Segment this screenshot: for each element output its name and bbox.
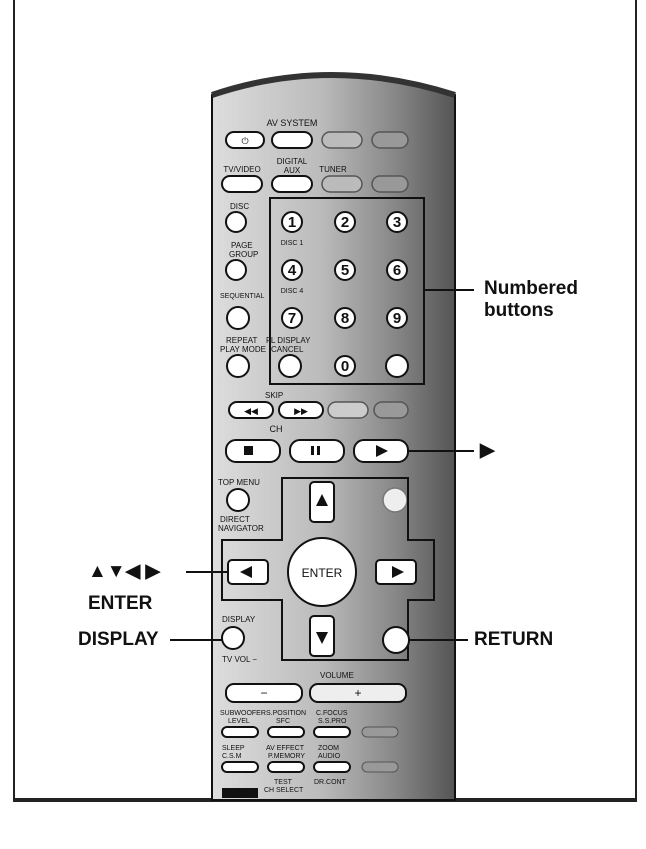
svg-text:S.POSITION: S.POSITION — [266, 710, 306, 717]
tv-video-label: TV/VIDEO — [223, 165, 260, 174]
svg-text:S.S.PRO: S.S.PRO — [318, 718, 347, 725]
svg-text:NAVIGATOR: NAVIGATOR — [218, 524, 264, 533]
fl-display-button — [279, 355, 301, 377]
svg-text:ZOOM: ZOOM — [318, 745, 339, 752]
disc-button — [226, 212, 246, 232]
page-group-button — [226, 260, 246, 280]
digit-2: 2 — [341, 214, 349, 231]
display-button — [222, 627, 244, 649]
svg-text:SFC: SFC — [276, 718, 290, 725]
top-menu-button — [227, 489, 249, 511]
svg-text:AUDIO: AUDIO — [318, 753, 341, 760]
svg-text:C.S.M: C.S.M — [222, 753, 242, 760]
av-system-label: AV SYSTEM — [267, 118, 318, 128]
svg-text:PAGE: PAGE — [231, 241, 253, 250]
digit-7: 7 — [288, 310, 296, 327]
plus-ten-button — [386, 355, 408, 377]
svg-text:CH SELECT: CH SELECT — [264, 787, 304, 794]
svg-text:◀◀: ◀◀ — [244, 406, 258, 416]
svg-text:ENTER: ENTER — [302, 566, 343, 580]
arrows-callout: ▲▼◀ ▶ — [88, 561, 160, 583]
svg-text:SLEEP: SLEEP — [222, 745, 245, 752]
svg-text:+: + — [354, 686, 361, 700]
svg-text:SKIP: SKIP — [265, 391, 283, 400]
svg-text:REPEAT: REPEAT — [226, 336, 258, 345]
digit-5: 5 — [341, 262, 349, 279]
sequential-button — [227, 307, 249, 329]
repeat-button — [227, 355, 249, 377]
sequential-label: SEQUENTIAL — [220, 293, 264, 300]
digit-0: 0 — [341, 358, 349, 375]
svg-text:DIRECT: DIRECT — [220, 515, 250, 524]
svg-text:DIGITAL: DIGITAL — [277, 157, 308, 166]
digit-6: 6 — [393, 262, 401, 279]
play-callout: ▶ — [480, 440, 495, 462]
return-callout: RETURN — [474, 629, 553, 651]
svg-text:CH: CH — [270, 424, 283, 434]
svg-text:TEST: TEST — [274, 779, 293, 786]
svg-text:LEVEL: LEVEL — [228, 718, 250, 725]
digit-4: 4 — [288, 262, 297, 279]
svg-text:FL DISPLAY: FL DISPLAY — [266, 336, 311, 345]
svg-text:P.MEMORY: P.MEMORY — [268, 753, 305, 760]
svg-text:DR.CONT: DR.CONT — [314, 779, 347, 786]
svg-text:DISPLAY: DISPLAY — [222, 615, 256, 624]
svg-text:CANCEL: CANCEL — [271, 345, 304, 354]
svg-text:DISC 1: DISC 1 — [281, 240, 304, 247]
svg-text:TOP MENU: TOP MENU — [218, 478, 260, 487]
svg-text:▶▶: ▶▶ — [294, 406, 308, 416]
return-button — [383, 627, 409, 653]
svg-text:⏻: ⏻ — [241, 136, 248, 146]
display-callout: DISPLAY — [78, 629, 159, 651]
svg-text:GROUP: GROUP — [229, 250, 258, 259]
av-system-button — [272, 132, 312, 148]
svg-text:AUX: AUX — [284, 166, 301, 175]
digit-8: 8 — [341, 310, 349, 327]
svg-text:−: − — [260, 686, 267, 700]
tuner-label: TUNER — [319, 165, 347, 174]
svg-text:PLAY MODE: PLAY MODE — [220, 345, 266, 354]
svg-text:AV EFFECT: AV EFFECT — [266, 745, 305, 752]
numbered-buttons-callout: Numbered buttons — [484, 278, 578, 322]
tv-video-button — [222, 176, 262, 192]
svg-text:TV VOL −: TV VOL − — [222, 655, 257, 664]
svg-text:C.FOCUS: C.FOCUS — [316, 710, 348, 717]
enter-callout: ENTER — [88, 593, 152, 615]
svg-text:SUBWOOFER: SUBWOOFER — [220, 710, 266, 717]
digit-3: 3 — [393, 214, 401, 231]
digit-1: 1 — [288, 214, 296, 231]
digit-9: 9 — [393, 310, 401, 327]
svg-text:VOLUME: VOLUME — [320, 671, 354, 680]
disc-label: DISC — [230, 202, 249, 211]
digital-aux-button — [272, 176, 312, 192]
svg-text:DISC 4: DISC 4 — [281, 288, 304, 295]
